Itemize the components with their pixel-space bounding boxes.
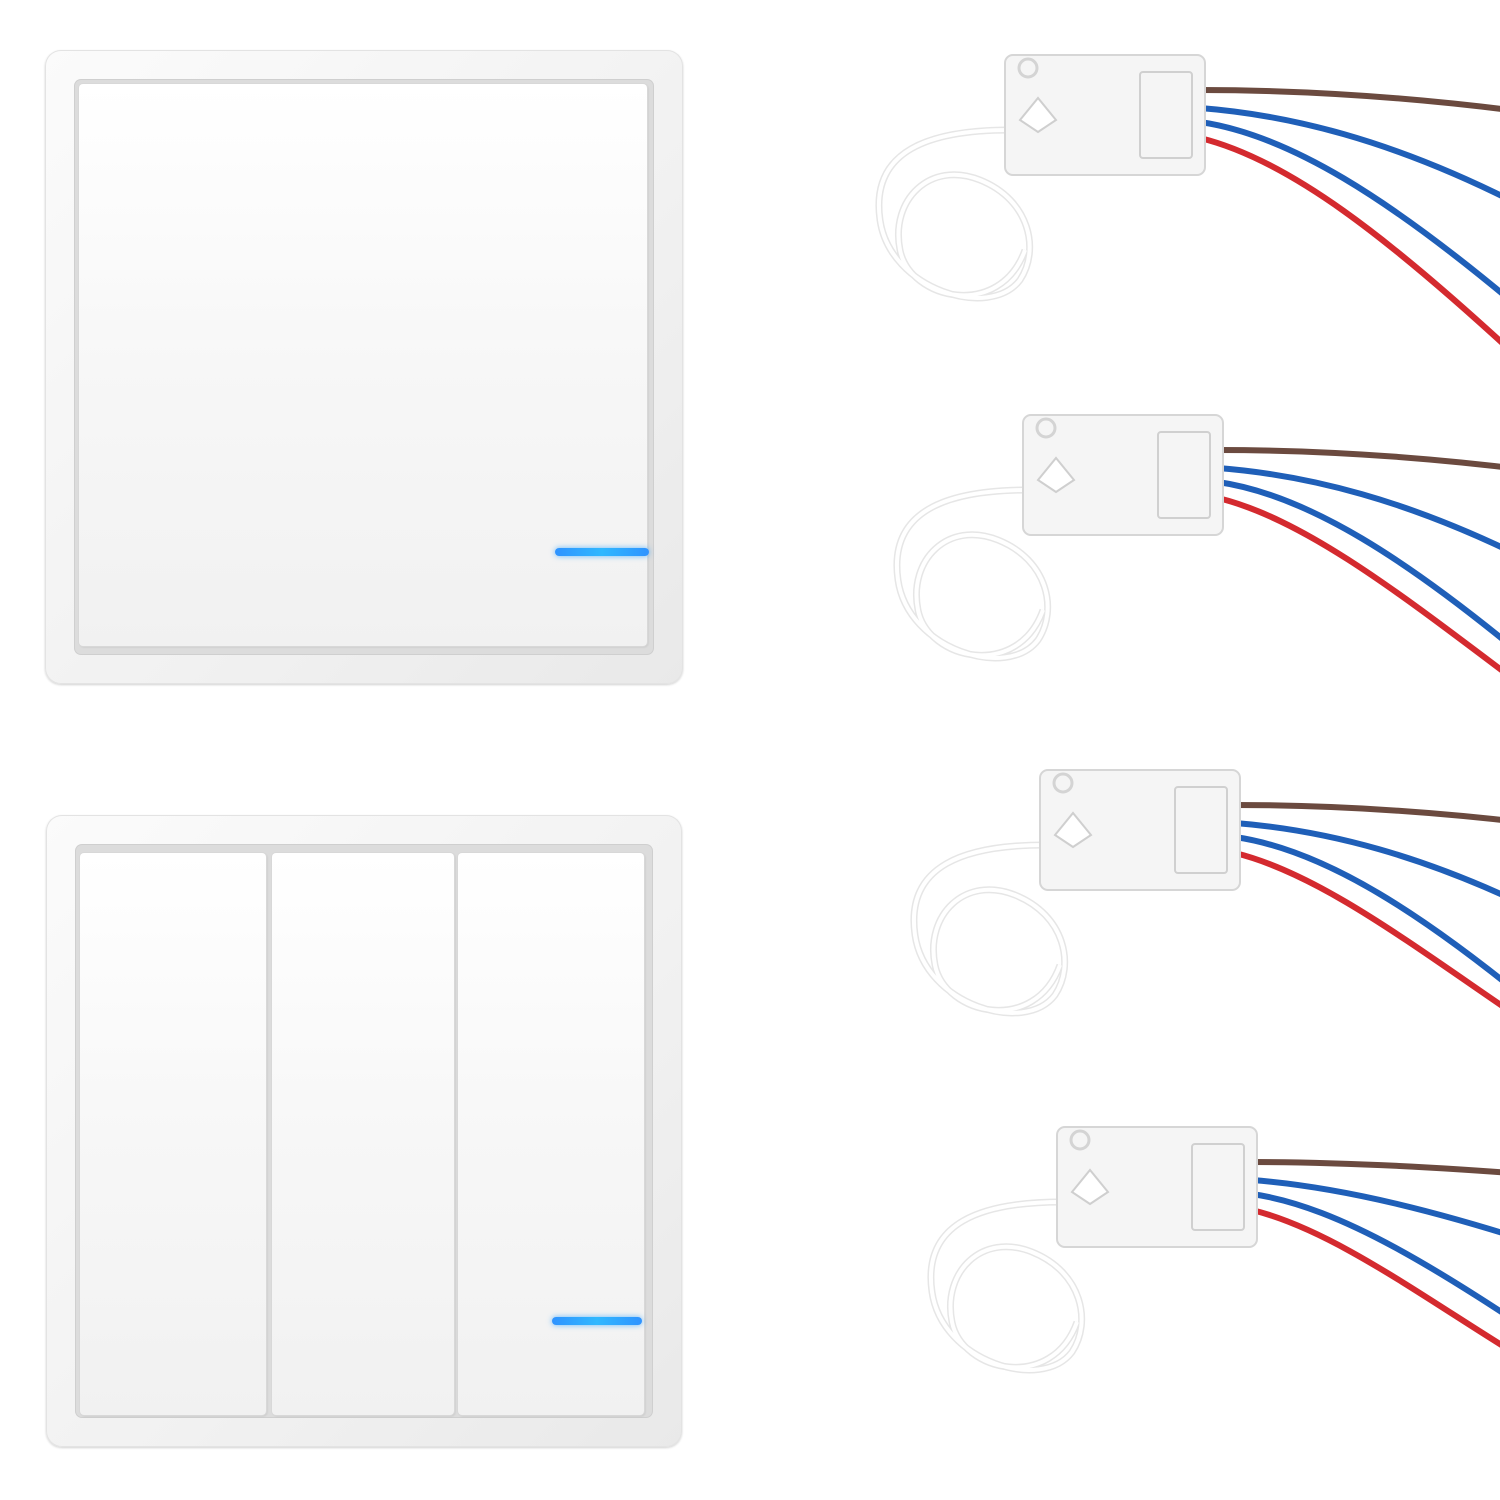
antenna-loop bbox=[875, 126, 1034, 302]
antenna-loop bbox=[910, 841, 1069, 1017]
receiver-housing bbox=[1004, 54, 1206, 176]
receiver-housing bbox=[1022, 414, 1224, 536]
receiver-1 bbox=[870, 50, 1500, 354]
receiver-graphic bbox=[910, 769, 1500, 1017]
antenna-loop bbox=[927, 1198, 1086, 1374]
receiver-2 bbox=[888, 410, 1500, 714]
led-indicator bbox=[555, 548, 649, 556]
rocker-button-right bbox=[458, 853, 644, 1415]
receiver-housing bbox=[1039, 769, 1241, 891]
wires bbox=[1217, 447, 1500, 673]
rocker-button bbox=[79, 84, 647, 646]
wires bbox=[1199, 87, 1500, 345]
rocker-button-left bbox=[80, 853, 266, 1415]
receiver-housing bbox=[1056, 1126, 1258, 1248]
single-gang-switch bbox=[45, 50, 683, 684]
receiver-3 bbox=[905, 765, 1500, 1069]
wires bbox=[1234, 802, 1500, 1009]
receiver-graphic bbox=[927, 1126, 1500, 1374]
receiver-graphic bbox=[875, 54, 1500, 345]
triple-gang-switch bbox=[46, 815, 682, 1447]
receiver-graphic bbox=[893, 414, 1500, 673]
rocker-button-middle bbox=[272, 853, 454, 1415]
antenna-loop bbox=[893, 486, 1052, 662]
wires bbox=[1251, 1159, 1500, 1348]
led-indicator bbox=[552, 1317, 642, 1325]
receiver-4 bbox=[922, 1122, 1500, 1426]
